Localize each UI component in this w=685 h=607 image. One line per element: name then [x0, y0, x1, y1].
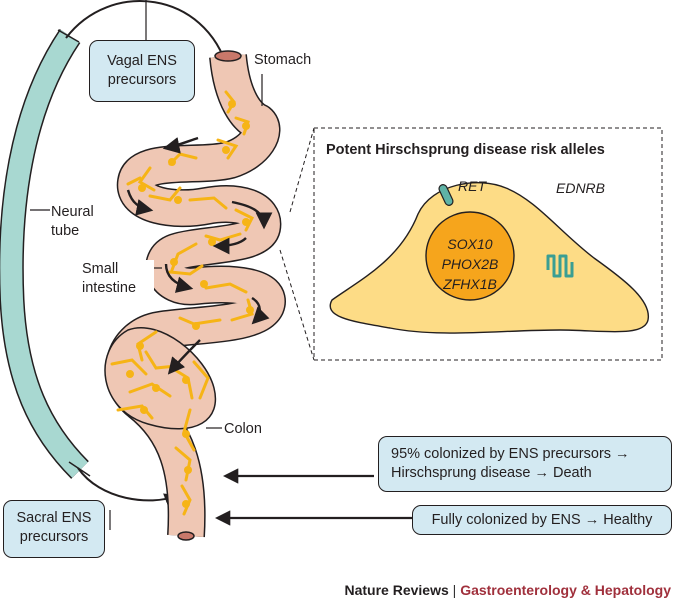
colon-label: Colon: [224, 421, 262, 437]
outcome-healthy-text: Fully colonized by ENS → Healthy: [431, 512, 653, 528]
outcome-healthy-box: Fully colonized by ENS → Healthy: [412, 505, 672, 535]
sacral-label: Sacral ENS precursors: [3, 500, 105, 558]
colonization-arrows: [126, 136, 273, 375]
gene-phox2b: PHOX2B: [441, 256, 499, 272]
vagal-migration-arrow: [65, 0, 232, 73]
inset-title: Potent Hirschsprung disease risk alleles: [326, 142, 605, 158]
sacral-label-text: Sacral ENS precursors: [16, 510, 92, 545]
journal-name: Nature Reviews: [344, 582, 449, 598]
ednrb-label: EDNRB: [556, 180, 606, 196]
neural-tube-label: Neural tube: [51, 203, 99, 241]
sacral-migration-arrow: [77, 467, 179, 507]
nucleus-genes: SOX10 PHOX2B ZFHX1B: [425, 234, 515, 294]
stomach-label: Stomach: [254, 52, 312, 68]
ret-label: RET: [458, 178, 486, 194]
outcome-hirschsprung-box: 95% colonized by ENS precursors → Hirsch…: [378, 436, 672, 492]
small-intestine-label: Small intestine: [82, 260, 154, 298]
inset-frame: [313, 127, 663, 361]
ret-receptor: [438, 184, 454, 206]
ednrb-receptor: [546, 254, 574, 278]
footer-credit: Nature Reviews | Gastroenterology & Hepa…: [344, 582, 671, 598]
vagal-label-text: Vagal ENS precursors: [107, 53, 177, 88]
footer-separator: |: [452, 582, 457, 598]
journal-subtitle: Gastroenterology & Hepatology: [460, 582, 671, 598]
vagal-label: Vagal ENS precursors: [89, 40, 195, 102]
outcome-hirschsprung-text: 95% colonized by ENS precursors → Hirsch…: [391, 446, 630, 481]
cell-nucleus: [425, 211, 515, 301]
gene-zfhx1b: ZFHX1B: [443, 276, 497, 292]
gene-sox10: SOX10: [447, 236, 493, 252]
